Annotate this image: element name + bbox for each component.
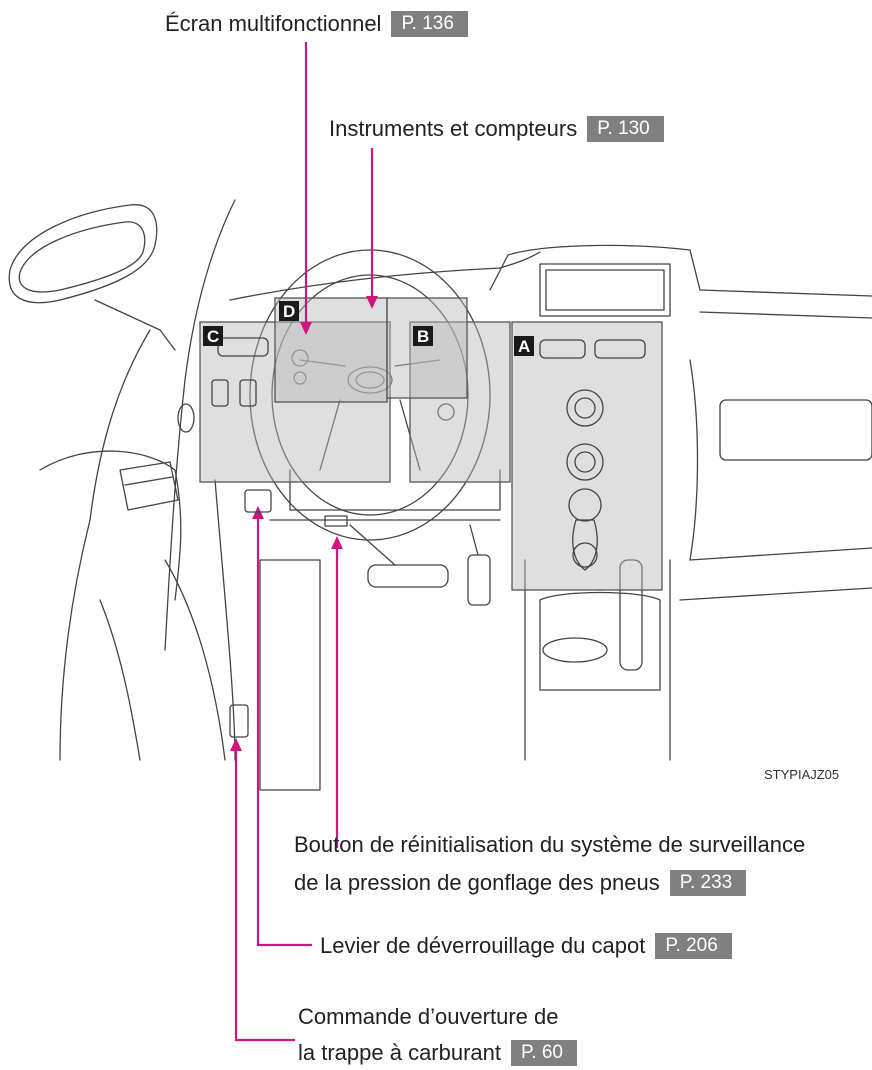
page-ref-hood-release[interactable]: P. 206	[655, 933, 732, 959]
badge-a: A	[518, 337, 530, 356]
door-panel	[39, 450, 182, 601]
center-screen-housing	[489, 244, 701, 291]
badge-a-bg	[514, 336, 534, 356]
label-hood-release: Levier de déverrouillage du capot P. 206	[320, 933, 732, 959]
badge-d: D	[283, 302, 295, 321]
label-instruments: Instruments et compteurs P. 130	[329, 116, 664, 142]
a-pillar	[164, 199, 236, 651]
center-console	[524, 559, 671, 761]
center-knob-3	[568, 488, 602, 522]
label-tpms-reset-text1: Bouton de réinitialisation du système de…	[294, 832, 806, 857]
label-fuel-door-text1: Commande d’ouverture de	[298, 1004, 559, 1029]
label-fuel-door-line1: Commande d’ouverture de	[298, 1004, 558, 1030]
label-multi-display: Écran multifonctionnel P. 136	[165, 11, 468, 37]
badge-d-bg	[279, 301, 299, 321]
center-knob-2	[566, 443, 604, 481]
label-multi-display-text: Écran multifonctionnel	[165, 11, 382, 36]
accelerator-pedal	[467, 554, 491, 606]
tpms-reset-button	[324, 515, 348, 527]
arrow-multi-display	[300, 322, 312, 335]
page-ref-fuel-door[interactable]: P. 60	[511, 1040, 577, 1066]
center-vent-right	[594, 339, 646, 359]
steering-wheel	[249, 249, 491, 541]
leader-fuel-door	[234, 750, 295, 1042]
page-ref-multi-display[interactable]: P. 136	[391, 11, 468, 37]
zone-b	[409, 321, 511, 483]
floor-mat	[259, 559, 321, 791]
arrow-tpms-reset	[331, 536, 343, 549]
gear-shifter	[572, 519, 598, 571]
image-code: STYPIAJZ05	[764, 767, 840, 782]
label-instruments-text: Instruments et compteurs	[329, 116, 578, 141]
page-ref-tpms-reset[interactable]: P. 233	[669, 870, 747, 896]
center-vent-left	[539, 339, 586, 359]
arrow-instruments	[366, 296, 378, 309]
leader-hood-release	[256, 518, 312, 947]
zone-d	[274, 297, 388, 403]
badge-c-bg	[203, 326, 223, 346]
brand-emblem	[347, 366, 393, 394]
center-screen	[539, 263, 671, 317]
arrow-fuel-door	[230, 738, 242, 751]
label-tpms-reset-line2: de la pression de gonflage des pneus P. 2…	[294, 870, 747, 896]
label-tpms-reset-text2: de la pression de gonflage des pneus	[294, 870, 660, 895]
side-mirror	[8, 204, 158, 304]
badge-b-bg	[413, 326, 433, 346]
label-tpms-reset-line1: Bouton de réinitialisation du système de…	[294, 832, 805, 858]
badge-c: C	[207, 327, 219, 346]
badge-b: B	[417, 327, 429, 346]
label-fuel-door-text2: la trappe à carburant	[298, 1040, 502, 1065]
center-knob-1	[566, 389, 604, 427]
label-fuel-door-line2: la trappe à carburant P. 60	[298, 1040, 577, 1066]
page-ref-instruments[interactable]: P. 130	[587, 116, 664, 142]
brake-pedal	[367, 564, 449, 588]
fuel-door-switch	[229, 704, 249, 738]
passenger-vent	[719, 399, 872, 461]
zone-instrument-cluster	[386, 297, 468, 399]
label-hood-release-text: Levier de déverrouillage du capot	[320, 933, 646, 958]
zone-a	[511, 321, 663, 591]
hood-release-lever	[244, 489, 272, 513]
